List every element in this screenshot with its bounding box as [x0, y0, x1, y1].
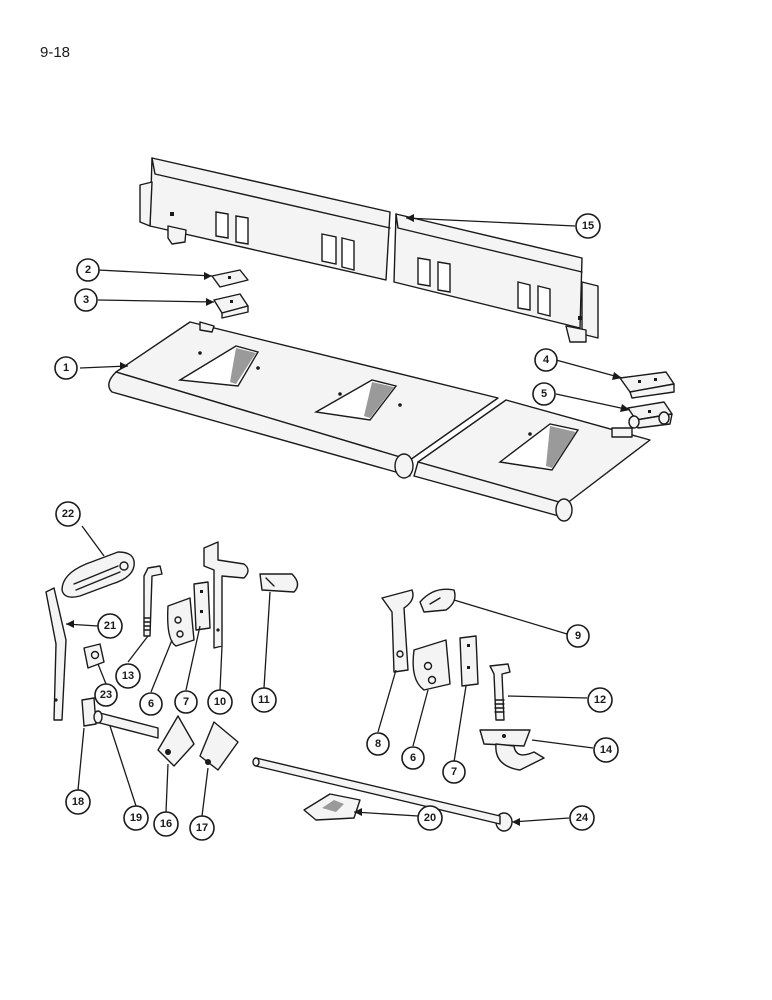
part-11-latch — [259, 573, 299, 593]
part-6-plate-left — [166, 597, 195, 647]
callout-16: 16 — [153, 811, 179, 837]
callout-7-right: 7 — [442, 760, 466, 784]
part-10-bracket — [203, 541, 249, 649]
part-9-latch — [419, 588, 456, 613]
callout-19: 19 — [123, 805, 149, 831]
part-18-plate — [81, 697, 97, 727]
callout-8-label: 8 — [375, 738, 381, 750]
part-4-hinge-plate — [619, 371, 675, 399]
callout-23-label: 23 — [100, 689, 112, 701]
callout-3: 3 — [74, 288, 98, 312]
part-7-spacer-right — [459, 635, 479, 687]
part-2-clip — [211, 269, 249, 288]
part-20-bracket — [303, 793, 361, 821]
callout-2-label: 2 — [85, 264, 91, 276]
callout-10: 10 — [207, 689, 233, 715]
callout-11-label: 11 — [258, 694, 270, 706]
callout-17-label: 17 — [196, 822, 208, 834]
callout-12: 12 — [587, 687, 613, 713]
callout-14-label: 14 — [600, 744, 613, 756]
part-3-clip — [213, 293, 249, 319]
long-rod — [252, 757, 501, 825]
part-6-plate-right — [412, 639, 451, 691]
part-7-spacer-left — [193, 581, 211, 631]
callout-18: 18 — [65, 789, 91, 815]
callout-8: 8 — [366, 732, 390, 756]
callout-7-right-label: 7 — [451, 766, 457, 778]
part-14-clamp — [479, 729, 545, 771]
callout-15: 15 — [575, 213, 601, 239]
callout-4: 4 — [534, 348, 558, 372]
part-17-tab — [199, 721, 239, 771]
callout-1: 1 — [54, 356, 78, 380]
callout-13: 13 — [115, 663, 141, 689]
callout-2: 2 — [76, 258, 100, 282]
callout-9: 9 — [566, 624, 590, 648]
callout-24-label: 24 — [576, 812, 589, 824]
callout-6-right: 6 — [401, 746, 425, 770]
callout-6-right-label: 6 — [410, 752, 416, 764]
callout-5: 5 — [532, 382, 556, 406]
callout-12-label: 12 — [594, 694, 606, 706]
callout-19-label: 19 — [130, 812, 142, 824]
callout-22: 22 — [55, 501, 81, 527]
callout-20-label: 20 — [424, 812, 436, 824]
part-5-hinge-plate — [627, 401, 673, 429]
callout-13-label: 13 — [122, 670, 134, 682]
callout-17: 17 — [189, 815, 215, 841]
callout-11: 11 — [251, 687, 277, 713]
callout-15-label: 15 — [582, 220, 594, 232]
callout-16-label: 16 — [160, 818, 172, 830]
part-21-lever — [45, 587, 67, 721]
callout-4-label: 4 — [543, 354, 550, 366]
leader-arrowheads — [66, 214, 630, 826]
callout-6-left: 6 — [139, 692, 163, 716]
callout-3-label: 3 — [83, 294, 89, 306]
callout-18-label: 18 — [72, 796, 84, 808]
part-12-bolt — [489, 663, 511, 721]
part-13-bolt — [143, 565, 163, 637]
callout-9-label: 9 — [575, 630, 581, 642]
callout-1-label: 1 — [63, 362, 69, 374]
page-number-label: 9-18 — [40, 44, 71, 61]
leader-lines — [65, 217, 631, 823]
callout-21: 21 — [97, 613, 123, 639]
part-23-bracket — [83, 643, 105, 669]
callout-23: 23 — [94, 683, 118, 707]
part-15-rear-panel — [139, 157, 599, 343]
part-19-rod — [93, 710, 159, 739]
part-16-tab — [157, 715, 195, 767]
callout-7-left-label: 7 — [183, 696, 189, 708]
callout-22-label: 22 — [62, 508, 74, 520]
callout-7-left: 7 — [174, 690, 198, 714]
callout-6-left-label: 6 — [148, 698, 154, 710]
callout-20: 20 — [417, 805, 443, 831]
part-22-latch-plate — [61, 551, 135, 598]
callout-21-label: 21 — [104, 620, 116, 632]
part-1-base-panel — [108, 321, 651, 522]
callout-14: 14 — [593, 737, 619, 763]
callout-5-label: 5 — [541, 388, 547, 400]
part-8-bracket — [381, 589, 414, 673]
callout-24: 24 — [569, 805, 595, 831]
callout-10-label: 10 — [214, 696, 226, 708]
